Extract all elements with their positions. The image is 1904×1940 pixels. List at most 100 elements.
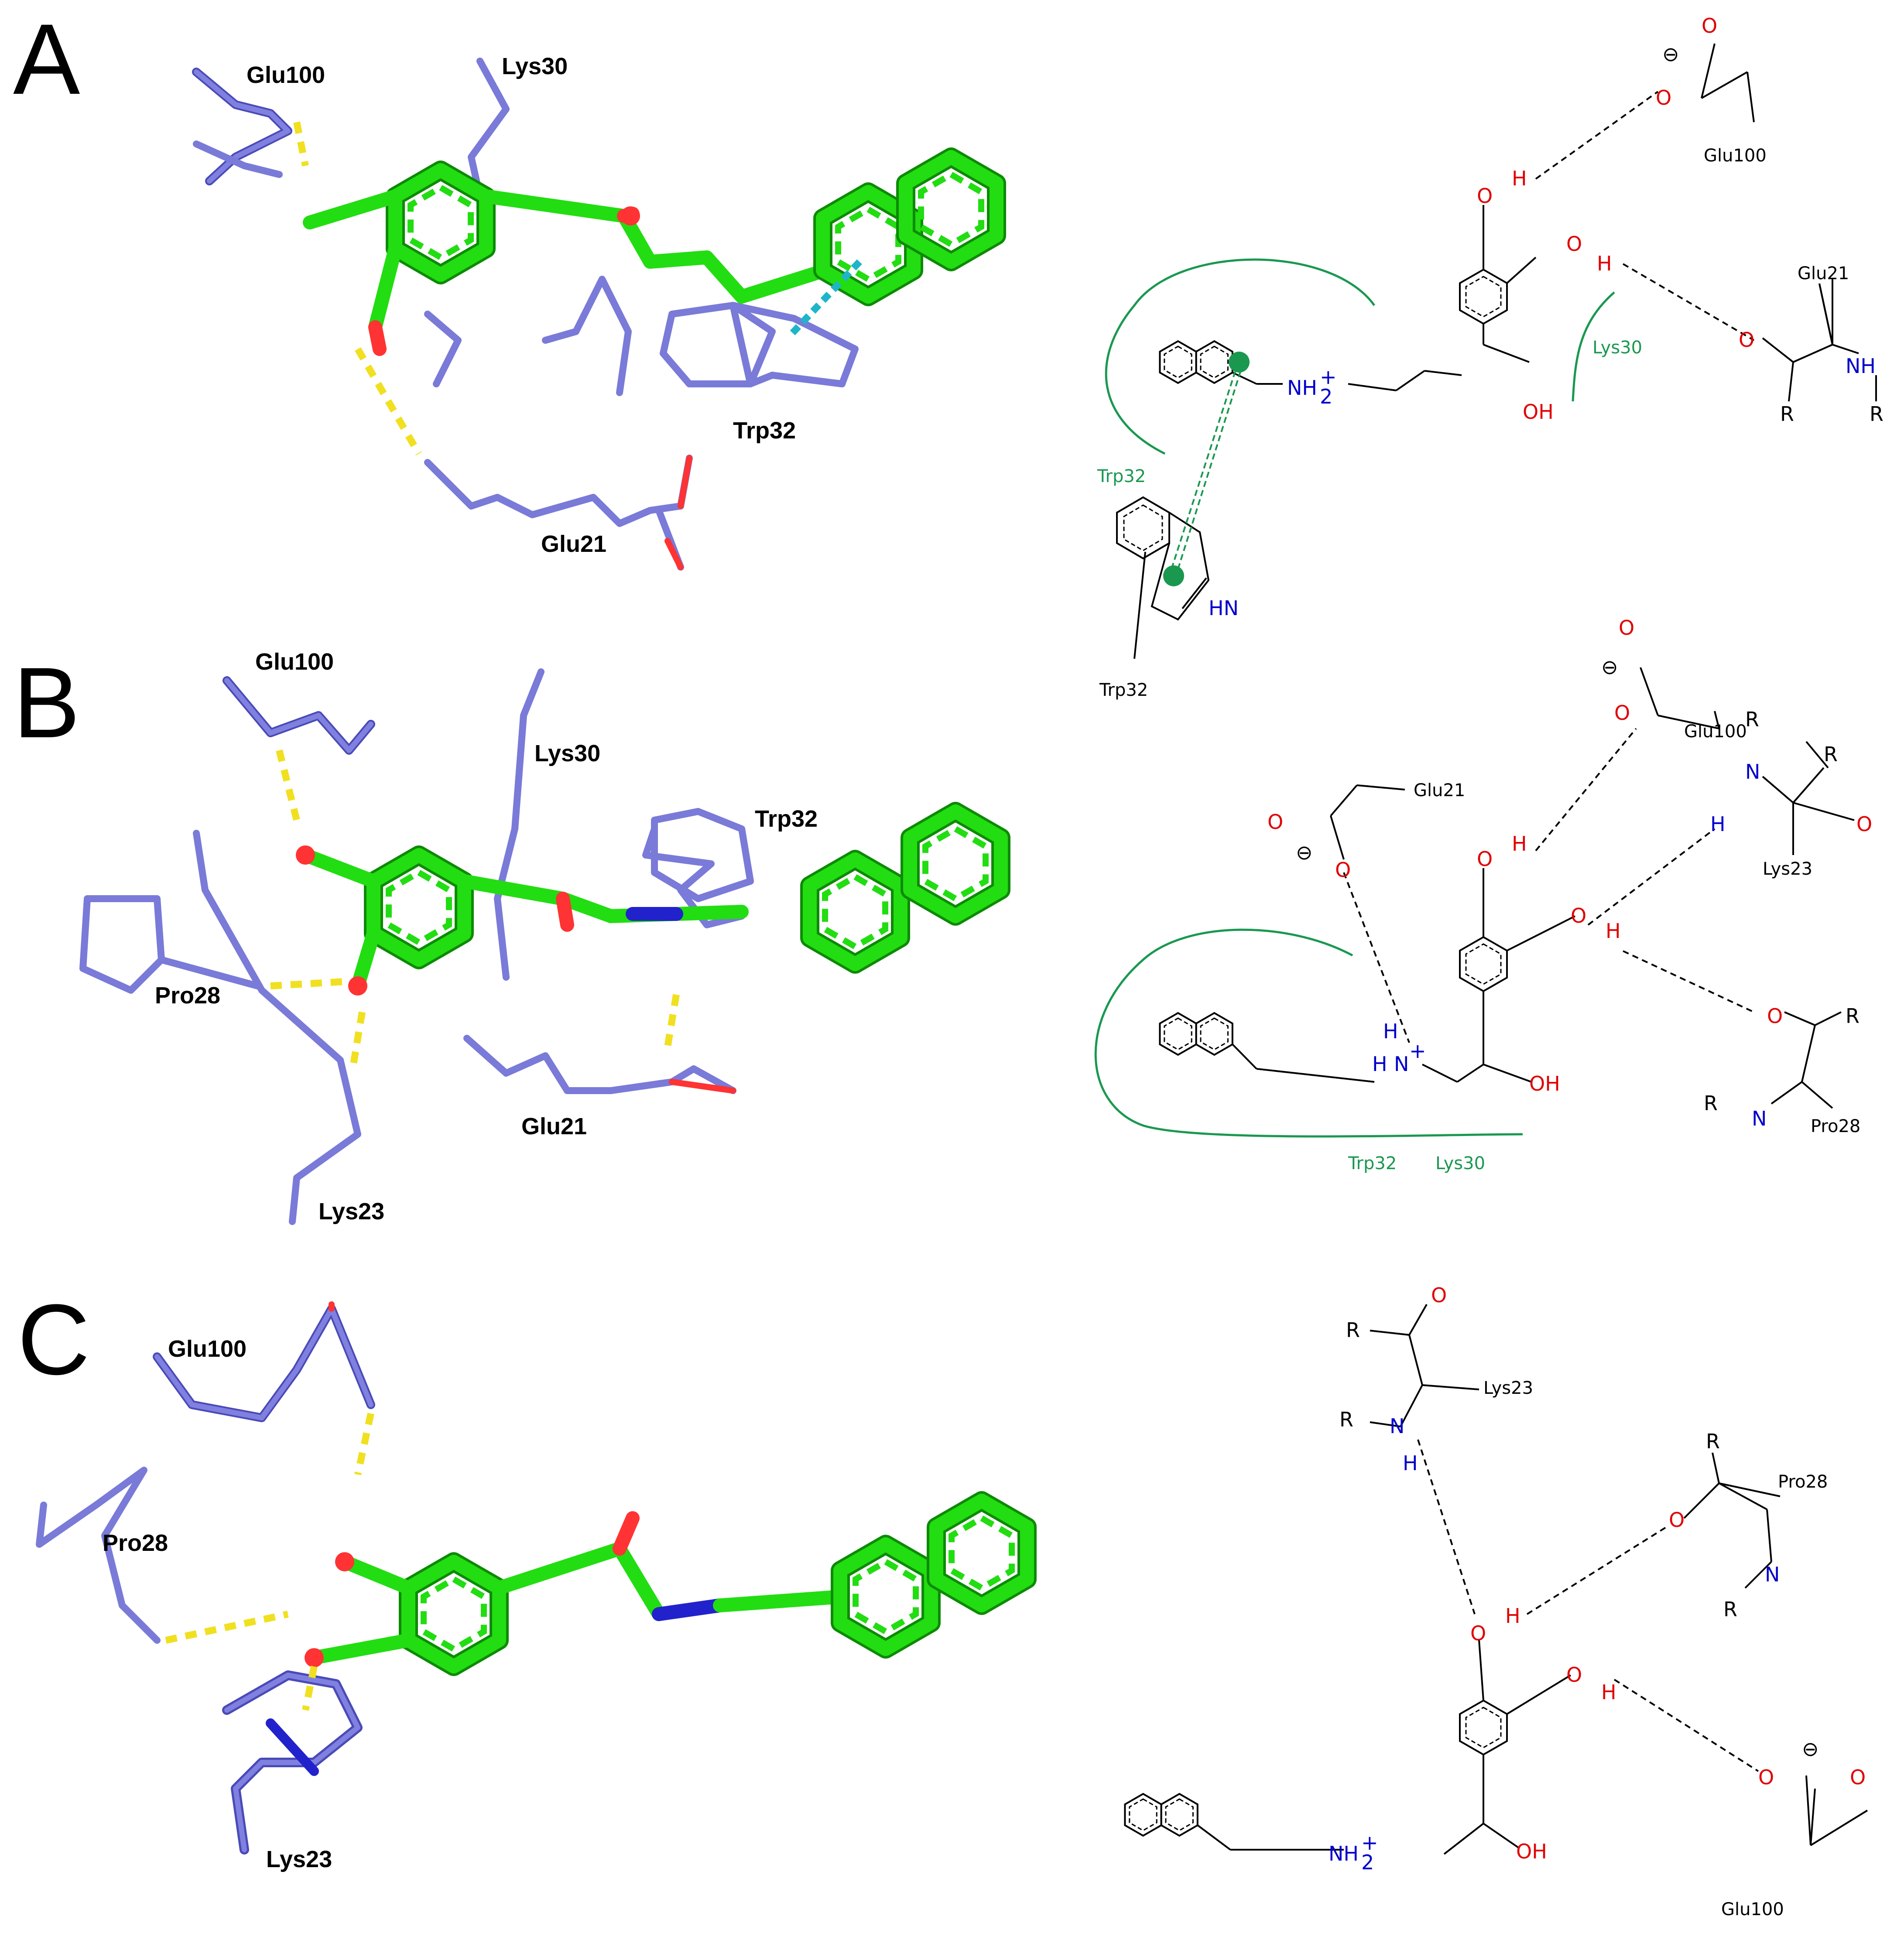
phenol-o2-c: O xyxy=(1566,1663,1582,1687)
r-group-b3: R xyxy=(1846,1004,1859,1028)
res-glu21-2d-a: Glu21 xyxy=(1798,263,1849,284)
catechol-ring-2d-b xyxy=(1459,936,1508,992)
naphthalene-2d-b xyxy=(1159,1012,1233,1056)
catechol-ring-2d-c xyxy=(1459,1700,1508,1755)
label-trp32-b: Trp32 xyxy=(755,806,818,832)
amine-n-b: N xyxy=(1394,1052,1409,1076)
amine-charge-c: + xyxy=(1361,1831,1378,1854)
pro28-o-c: O xyxy=(1669,1508,1685,1532)
res-glu100-2d-b: Glu100 xyxy=(1684,722,1747,742)
label-glu100-c: Glu100 xyxy=(168,1336,247,1362)
phenol-o1-b: O xyxy=(1477,847,1493,871)
r-group-c2: R xyxy=(1339,1408,1353,1431)
r-group-b1: R xyxy=(1745,708,1759,731)
phenol-h2-b: H xyxy=(1606,919,1621,943)
glu21-o2-b: O xyxy=(1335,858,1351,882)
pro28-n-c: N xyxy=(1765,1563,1780,1586)
amine-h2-b: H xyxy=(1372,1052,1387,1076)
hydrophobic-contour-b xyxy=(1094,928,1523,1138)
r-group-b4: R xyxy=(1704,1091,1718,1115)
amine-label-c: NH xyxy=(1329,1842,1359,1865)
phenol-o2-a: O xyxy=(1566,232,1582,256)
phenol-o1-a: O xyxy=(1477,184,1493,208)
panel-label-c: C xyxy=(17,1283,90,1396)
pro28-o-b: O xyxy=(1767,1004,1783,1028)
bonds-2d-b xyxy=(1232,667,1855,1109)
glu21-o1-b: O xyxy=(1267,810,1283,834)
hydroxyl-label-c: OH xyxy=(1516,1840,1547,1863)
glu100-charge-b: ⊖ xyxy=(1601,655,1618,679)
hydrophobic-contour-a xyxy=(1105,258,1615,455)
label-glu21-b: Glu21 xyxy=(521,1113,587,1139)
lys23-h-b: H xyxy=(1710,812,1726,836)
hbond-lines-2d-b xyxy=(1343,728,1754,1043)
r-group-c1: R xyxy=(1346,1318,1360,1342)
label-glu100-b: Glu100 xyxy=(255,649,334,675)
panel-c-2d: NH 2 + OH O H O H R O R N H R O N R O O … xyxy=(1124,1283,1868,1919)
panel-c-3d: C xyxy=(17,1283,1027,1872)
res-lys23-2d-c: Lys23 xyxy=(1483,1378,1533,1398)
ligand-sticks-b xyxy=(296,811,1001,996)
pi-stack-2d-a xyxy=(1163,352,1250,586)
panel-b-2d: H H N + OH O H O H O O ⊖ O O ⊖ R N H R O… xyxy=(1094,616,1872,1174)
res-pro28-2d-b: Pro28 xyxy=(1811,1116,1860,1136)
amine-subscript-c: 2 xyxy=(1361,1851,1374,1874)
glu100-o2-a: O xyxy=(1656,86,1671,109)
r-group-c4: R xyxy=(1723,1598,1737,1621)
lys23-h-c: H xyxy=(1403,1451,1418,1475)
glu21-nh-a: NH xyxy=(1846,354,1876,378)
glu100-charge-a: ⊖ xyxy=(1662,42,1679,66)
lys23-n-b: N xyxy=(1745,760,1760,784)
label-lys23-b: Lys23 xyxy=(318,1198,384,1225)
pro28-n-b: N xyxy=(1752,1107,1767,1130)
indole-nh-a: HN xyxy=(1209,596,1239,620)
amine-charge-b: + xyxy=(1409,1039,1426,1063)
phenol-o1-c: O xyxy=(1470,1622,1486,1645)
label-lys30-b: Lys30 xyxy=(534,740,600,766)
label-pro28-c: Pro28 xyxy=(103,1530,168,1556)
res-glu100-2d-c: Glu100 xyxy=(1721,1899,1784,1919)
label-glu100-a: Glu100 xyxy=(247,62,325,88)
hydroxyl-label-b: OH xyxy=(1529,1072,1560,1095)
hbonds-3d-c xyxy=(165,1413,374,1711)
ligand-sticks-a xyxy=(303,157,997,356)
indole-2d-a xyxy=(1116,496,1210,621)
r-group-a2: R xyxy=(1870,402,1883,426)
lys23-n-c: N xyxy=(1390,1414,1404,1438)
lys23-o-b: O xyxy=(1856,812,1872,836)
res-trp32-2d-a: Trp32 xyxy=(1099,680,1148,700)
r-group-b2: R xyxy=(1824,742,1838,766)
hbonds-3d-b xyxy=(270,749,680,1065)
lys23-o-c: O xyxy=(1431,1283,1447,1307)
glu100-charge-c: ⊖ xyxy=(1802,1737,1819,1761)
amine-h1-b: H xyxy=(1383,1020,1398,1043)
hydroxyl-oxygen-a xyxy=(621,206,640,226)
naphthalene-2d-a xyxy=(1159,340,1233,384)
r-group-c3: R xyxy=(1706,1430,1720,1453)
hbond-lines-2d-a xyxy=(1535,91,1755,341)
phenol-h2-c: H xyxy=(1601,1680,1616,1704)
res-pro28-2d-c: Pro28 xyxy=(1778,1472,1828,1492)
res-trp32-2d-b: Trp32 xyxy=(1348,1153,1397,1174)
pi-stack-a xyxy=(787,259,862,339)
catechol-ring-2d-a xyxy=(1459,269,1508,325)
amine-label-a: NH xyxy=(1287,376,1317,400)
amine-subscript-a: 2 xyxy=(1320,385,1332,408)
panel-label-b: B xyxy=(13,647,80,759)
glu100-o2-b: O xyxy=(1614,701,1630,725)
protein-sticks-c xyxy=(36,1301,375,1854)
label-trp32-a: Trp32 xyxy=(733,417,796,444)
label-lys23-c: Lys23 xyxy=(266,1846,332,1872)
panel-a-3d: A xyxy=(13,3,997,571)
res-glu100-2d-a: Glu100 xyxy=(1704,146,1767,166)
bonds-2d-a xyxy=(1133,43,1877,659)
res-trp32-contact-a: Trp32 xyxy=(1097,466,1146,486)
hydroxyl-label-a: OH xyxy=(1523,400,1554,424)
glu100-o1-a: O xyxy=(1702,14,1717,38)
glu21-o-a: O xyxy=(1739,328,1754,352)
glu21-charge-b: ⊖ xyxy=(1296,841,1313,864)
amine-charge-a: + xyxy=(1320,365,1337,389)
panel-label-a: A xyxy=(13,3,80,115)
label-lys30-a: Lys30 xyxy=(502,53,568,79)
